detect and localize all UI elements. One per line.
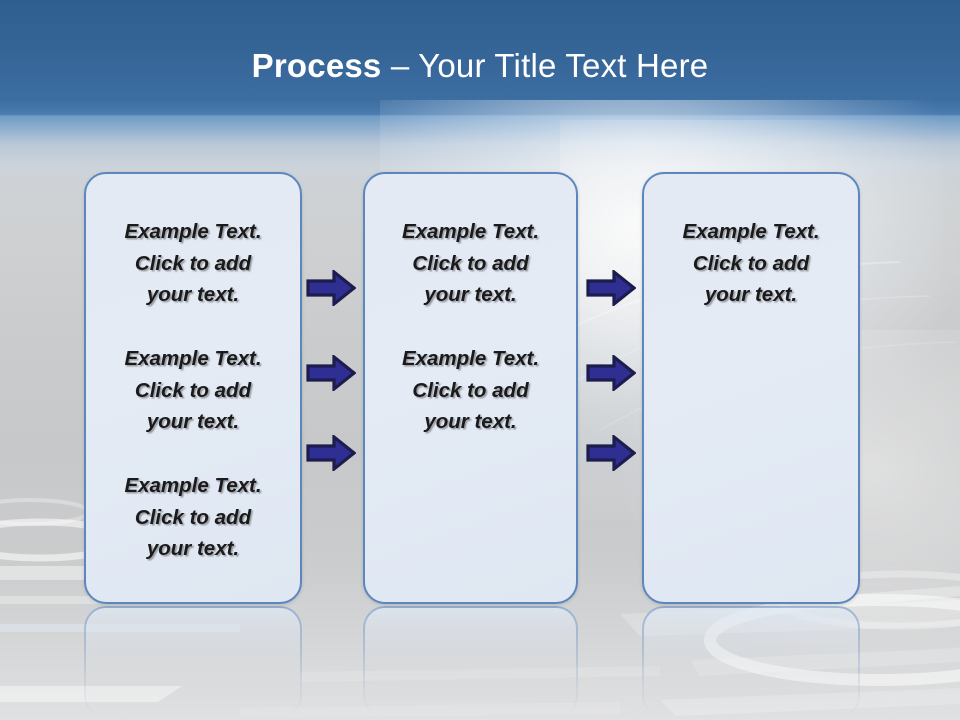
process-box-2-text-2: Example Text. Click to add your text. — [401, 347, 540, 433]
process-box-1[interactable]: Example Text. Click to add your text. Ex… — [84, 172, 302, 604]
right-arrow-icon-4[interactable] — [586, 270, 636, 306]
page-title-strong: Process — [251, 47, 382, 84]
right-arrow-icon-1[interactable] — [306, 270, 356, 306]
process-box-2[interactable]: Example Text. Click to add your text. Ex… — [363, 172, 578, 604]
page-title: Process – Your Title Text Here — [0, 46, 960, 86]
process-box-1-text-2: Example Text. Click to add your text. — [124, 347, 262, 433]
right-arrow-icon-6[interactable] — [586, 435, 636, 471]
right-arrow-icon-2[interactable] — [306, 355, 356, 391]
page-title-rest: – Your Title Text Here — [381, 47, 709, 84]
right-arrow-icon-5[interactable] — [586, 355, 636, 391]
process-box-2-text-1: Example Text. Click to add your text. — [401, 220, 540, 306]
process-box-1-text-3: Example Text. Click to add your text. — [124, 474, 262, 560]
process-box-3[interactable]: Example Text. Click to add your text. — [642, 172, 860, 604]
process-box-3-text-1: Example Text. Click to add your text. — [682, 220, 820, 306]
process-box-1-text-1: Example Text. Click to add your text. — [124, 220, 262, 306]
right-arrow-icon-3[interactable] — [306, 435, 356, 471]
